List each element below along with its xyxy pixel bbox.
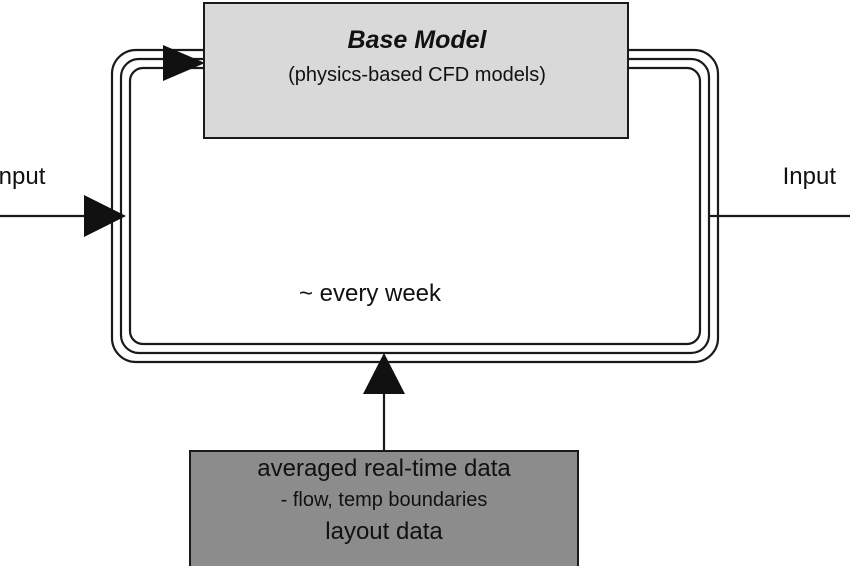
base-model-entry-arrow xyxy=(163,45,205,81)
data-box-line-boundaries: - flow, temp boundaries xyxy=(280,489,488,511)
data-box-line-layout: layout data xyxy=(325,518,443,545)
base-model-box xyxy=(203,2,629,139)
base-model-title: Base Model xyxy=(347,26,487,54)
left-input-label: Input xyxy=(0,163,46,190)
data-box xyxy=(189,450,579,566)
data-box-line-realtime: averaged real-time data xyxy=(257,455,511,482)
cycle-frequency-label: ~ every week xyxy=(298,280,442,307)
data-feed-arrow xyxy=(363,353,405,452)
right-input-label: Input xyxy=(782,163,836,190)
left-input-arrow xyxy=(0,195,126,237)
base-model-subtitle: (physics-based CFD models) xyxy=(288,64,546,86)
